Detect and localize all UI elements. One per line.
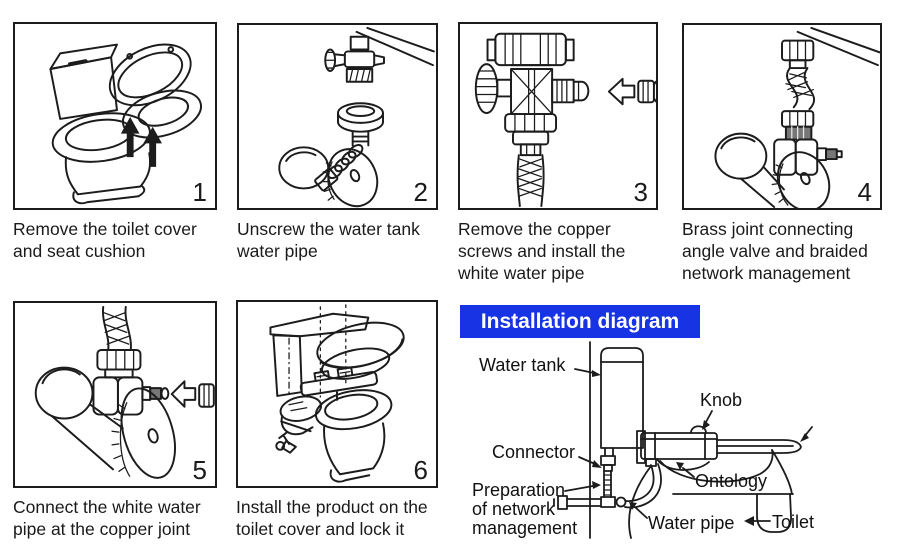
step-panel-2: 2 Unscrew the water tank water pipe — [237, 23, 438, 262]
wall-disc — [327, 148, 379, 208]
step-panel-4: 4 Brass joint connecting angle valve and… — [682, 23, 882, 284]
installation-illustration — [553, 341, 813, 539]
preparation-arrow — [564, 481, 601, 492]
water-pipe-arrow — [629, 502, 648, 519]
step-4-brass-joint-illustration — [714, 26, 880, 208]
label-connector: Connector — [492, 442, 576, 462]
step-caption: Remove the copper screws and install the… — [458, 219, 626, 283]
step-5-connect-pipe-illustration — [34, 305, 215, 479]
bowl — [314, 389, 393, 431]
step-3-frame: 3 — [458, 22, 658, 210]
connector-arrow — [578, 456, 602, 468]
left-arrow-icon — [607, 77, 636, 106]
up-arrow-icon — [143, 126, 162, 167]
water-tank-arrow — [574, 368, 601, 377]
open-lid — [316, 321, 405, 369]
step-number: 5 — [192, 455, 207, 485]
step-1-frame: 1 — [13, 22, 217, 210]
ontology-arrow — [676, 462, 695, 478]
step-1-toilet-illustration — [49, 43, 202, 205]
step-panel-6: 6 Install the product on the toilet cove… — [236, 300, 438, 540]
up-arrow-icon — [120, 116, 140, 158]
label-water-pipe: Water pipe — [648, 513, 735, 533]
toilet-arrow — [744, 516, 771, 526]
label-ontology: Ontology — [695, 471, 768, 491]
step-caption: Install the product on the toilet cover … — [236, 497, 428, 539]
step-panel-5: 5 Connect the white water pipe at the co… — [13, 301, 217, 540]
step-caption: Brass joint connecting angle valve and b… — [682, 219, 868, 283]
step-panel-3: 3 Remove the copper screws and install t… — [458, 22, 658, 284]
installation-title: Installation diagram — [460, 305, 700, 338]
step-2-frame: 2 — [237, 23, 438, 210]
step-caption: Unscrew the water tank water pipe — [237, 219, 420, 261]
step-6-install-product-illustration — [269, 304, 405, 483]
step-number: 4 — [857, 177, 872, 207]
wall-disc — [120, 387, 176, 479]
step-number: 6 — [413, 455, 428, 485]
step-caption: Remove the toilet cover and seat cushion — [13, 219, 197, 261]
installation-diagram-section: Installation diagram — [455, 300, 900, 557]
bidet-bar — [299, 366, 378, 397]
seat-pointer-arrow — [800, 426, 813, 442]
step-panel-1: 1 Remove the toilet cover and seat cushi… — [13, 22, 217, 262]
step-5-frame: 5 — [13, 301, 217, 488]
left-arrow-icon — [170, 380, 197, 408]
label-preparation: Preparation of network management — [472, 480, 578, 538]
knob-shape — [690, 425, 707, 434]
step-caption: Connect the white water pipe at the copp… — [13, 497, 201, 539]
step-number: 3 — [633, 177, 648, 207]
label-toilet: Toilet — [772, 512, 815, 532]
step-number: 2 — [413, 177, 428, 207]
label-water-tank: Water tank — [479, 355, 566, 375]
step-number: 1 — [192, 177, 207, 207]
label-knob: Knob — [700, 390, 743, 410]
knob-arrow — [702, 410, 713, 430]
step-4-frame: 4 — [682, 23, 882, 210]
step-3-angle-valve-illustration — [474, 32, 656, 208]
step-2-valve-illustration — [278, 26, 435, 208]
step-6-frame: 6 — [236, 300, 438, 488]
